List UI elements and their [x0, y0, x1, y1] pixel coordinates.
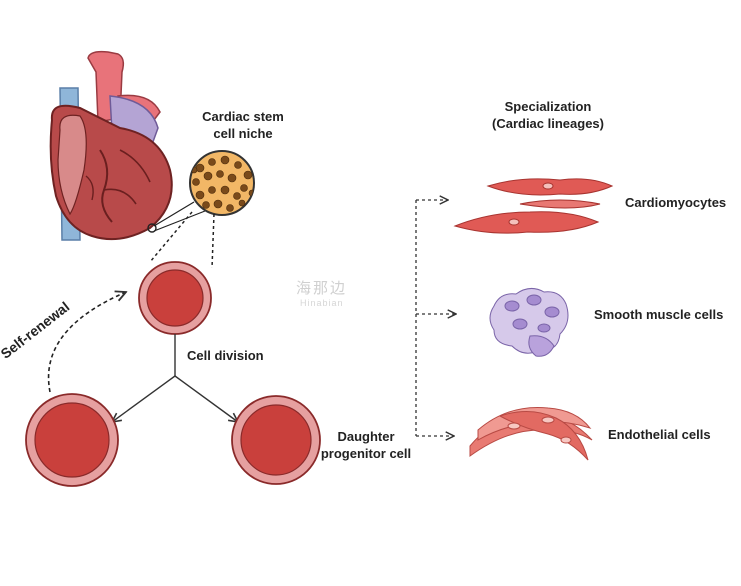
watermark-logo-text: 海那边 [296, 280, 348, 297]
specialization-label: Specialization (Cardiac lineages) [468, 98, 628, 132]
endothelial-illustration [469, 406, 593, 461]
cardiomyocytes-illustration [453, 178, 614, 234]
stem-cell [138, 261, 212, 335]
division-arrow-left [112, 375, 176, 422]
stem-cell-niche [189, 150, 255, 216]
niche-to-cell-dotted-left [149, 211, 193, 263]
niche-label-line1: Cardiac stem [202, 109, 284, 124]
heart-illustration [49, 50, 173, 241]
niche-zoom-line-upper [153, 201, 195, 227]
niche-label: Cardiac stem cell niche [188, 108, 298, 142]
niche-to-cell-dotted-right [211, 213, 215, 269]
niche-label-line2: cell niche [213, 126, 273, 141]
self-renewed-stem-cell [25, 393, 119, 487]
daughter-label-line1: Daughter [337, 429, 395, 444]
specialization-label-line1: Specialization [504, 99, 592, 114]
self-renewal-arrow [47, 292, 126, 393]
niche-zoom-line-lower [153, 210, 206, 232]
daughter-progenitor-cell [231, 395, 321, 485]
endothelial-label: Endothelial cells [608, 427, 711, 442]
specialization-connector [415, 200, 456, 436]
daughter-label-line2: progenitor cell [320, 446, 412, 461]
specialization-label-line2: (Cardiac lineages) [492, 116, 604, 131]
watermark-logo-subtext: Hinabian [300, 298, 344, 308]
smooth-muscle-label: Smooth muscle cells [594, 307, 724, 322]
cell-division-label: Cell division [187, 348, 264, 363]
daughter-progenitor-label: Daughter progenitor cell [306, 428, 426, 462]
division-arrow-right [174, 375, 238, 422]
smooth-muscle-illustration [489, 288, 569, 357]
cardiomyocytes-label: Cardiomyocytes [625, 195, 727, 210]
